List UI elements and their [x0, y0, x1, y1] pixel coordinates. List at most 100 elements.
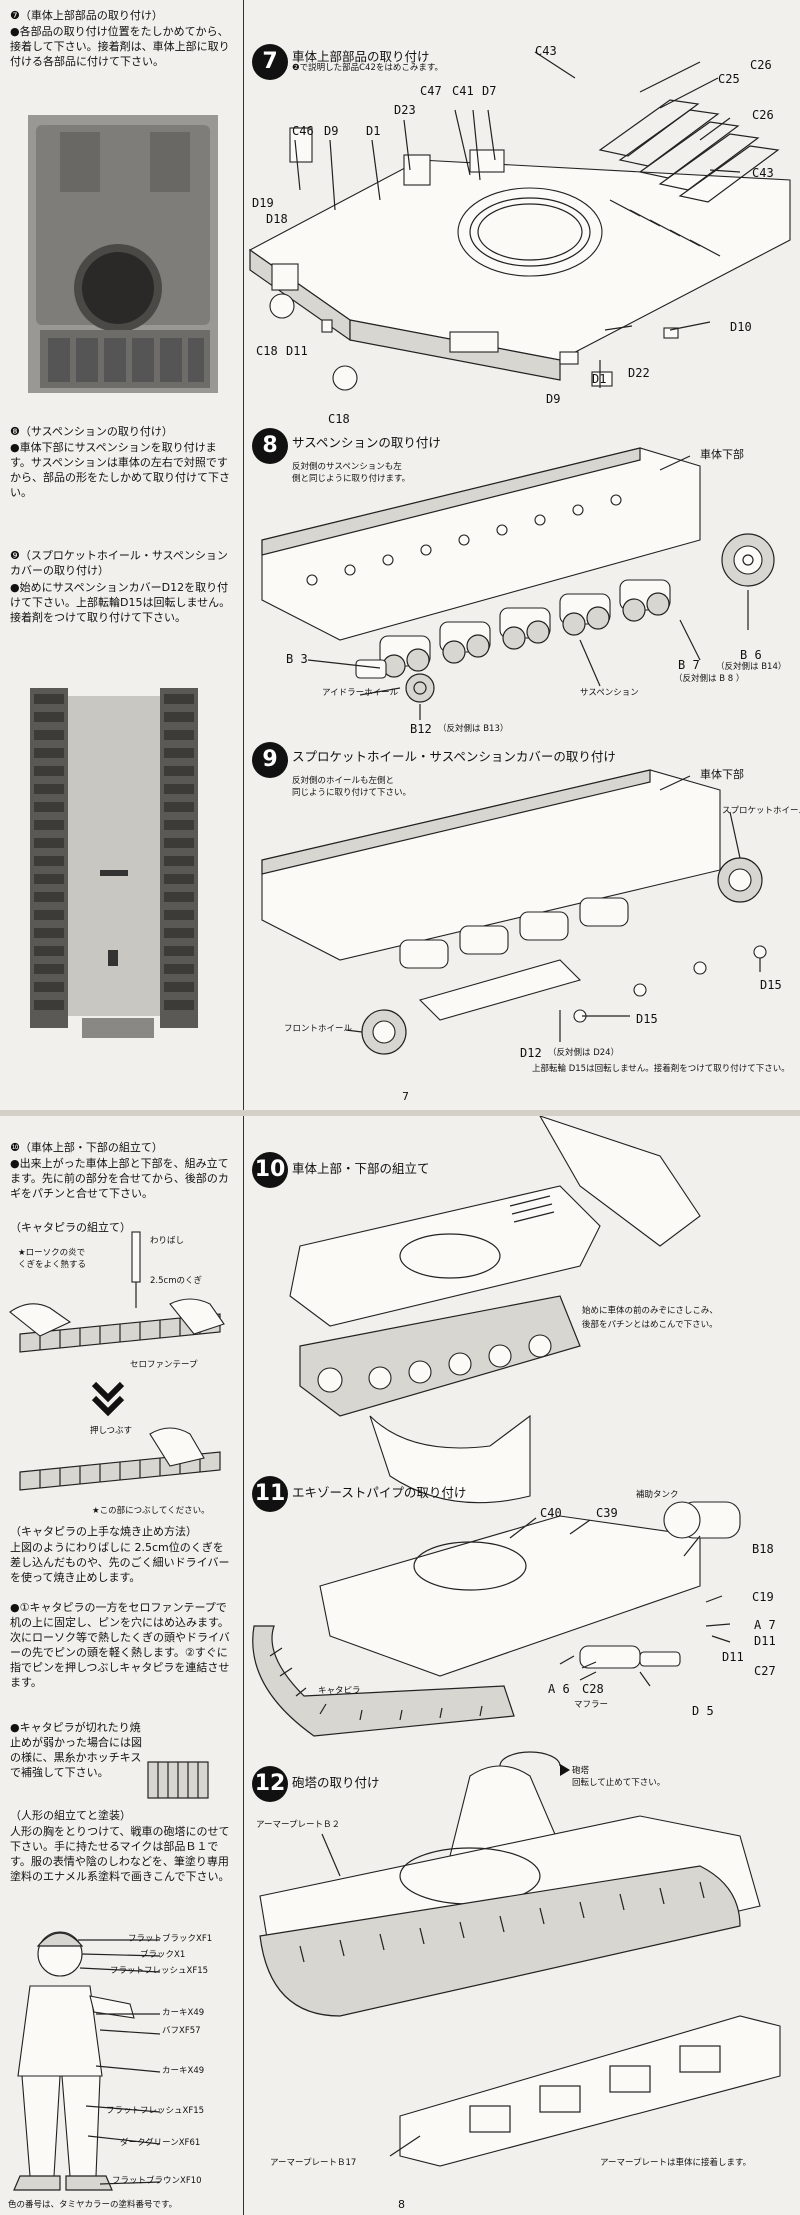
label-b12-note: （反対側は B13） — [438, 724, 509, 734]
label-c28: C28 — [582, 1682, 604, 1696]
melt-bullet-2: ●キャタピラが切れたり焼止めが弱かった場合には図の様に、黒糸かホッチキスで補強し… — [10, 1721, 142, 1779]
track-nail: 2.5cmのくぎ — [150, 1276, 202, 1286]
chassis-bottom-photo — [30, 688, 198, 1038]
label-d23: D23 — [394, 103, 416, 117]
paint-7: フラットフレッシュXF15 — [106, 2106, 205, 2116]
step-9-diagram — [261, 769, 767, 1055]
label-c26-a: C26 — [750, 58, 772, 72]
label-d7: D7 — [482, 84, 497, 98]
label-d11-b: D11 — [722, 1650, 744, 1664]
label-aux-tank: 補助タンク — [636, 1490, 679, 1500]
paint-4: カーキX49 — [162, 2008, 205, 2018]
paint-6: カーキX49 — [162, 2066, 205, 2076]
label-d10: D10 — [730, 320, 752, 334]
page-number-7: 7 — [402, 1090, 409, 1103]
label-idler: アイドラーホイール — [322, 688, 399, 698]
step-11-title: エキゾーストパイプの取り付け — [292, 1485, 467, 1500]
label-b6-note: （反対側は B14） — [716, 662, 787, 672]
label-d11-a: D11 — [754, 1634, 776, 1648]
step-9-bottom-note: 上部転輪 D15は回転しません。接着剤をつけて取り付けて下さい。 — [532, 1064, 790, 1074]
label-b3: B 3 — [286, 652, 308, 666]
label-c43-a: C43 — [535, 44, 557, 58]
step-8-note2: 側と同じように取り付けます。 — [292, 474, 411, 484]
step-9-title: スプロケットホイール・サスペンションカバーの取り付け — [292, 749, 616, 764]
track-press: 押しつぶす — [90, 1426, 132, 1436]
s10-heading: ❿（車体上部・下部の組立て） — [10, 1141, 163, 1154]
step-9-note2: 同じように取り付けて下さい。 — [292, 788, 412, 798]
step-7-title: 車体上部部品の取り付け — [292, 49, 430, 64]
label-d9-a: D9 — [324, 124, 339, 138]
label-b7-note: （反対側は B 8 ） — [674, 674, 745, 684]
label-d19: D19 — [252, 196, 274, 210]
label-d15-a: D15 — [760, 978, 782, 992]
step-8-title: サスペンションの取り付け — [292, 435, 441, 450]
s7-heading: ❼（車体上部部品の取り付け） — [10, 9, 163, 22]
label-d1-b: D1 — [592, 372, 607, 386]
label-turret: 砲塔 — [572, 1766, 590, 1776]
paint-8: ダークグリーンXF61 — [120, 2138, 201, 2148]
paint-2: ブラックX1 — [140, 1950, 186, 1960]
track-crush: ★この部につぶしてください。 — [92, 1506, 210, 1516]
label-c27: C27 — [754, 1664, 776, 1678]
step-10-note1: 始めに車体の前のみぞにさしこみ、 — [582, 1306, 718, 1316]
label-d1-a: D1 — [366, 124, 381, 138]
melt-heading: （キャタピラの上手な焼き止め方法） — [10, 1525, 197, 1538]
paint-9: フラットブラウンXF10 — [112, 2176, 202, 2186]
step-11-diagram — [252, 1501, 741, 1737]
track-assembly-figures — [9, 1231, 225, 2191]
figure-body: 人形の胸をとりつけて、戦車の砲塔にのせて下さい。手に持たせるマイクは部品Ｂ１です… — [10, 1825, 230, 1883]
track-star1b: くぎをよく熱する — [18, 1260, 87, 1270]
step-12-title: 砲塔の取り付け — [292, 1775, 380, 1790]
s8-heading: ❽（サスペンションの取り付け） — [10, 425, 173, 438]
step-7-badge: 7 — [252, 44, 288, 80]
instruction-page-8: ❿（車体上部・下部の組立て） ●出来上がった車体上部と下部を、組み立てます。先に… — [0, 1116, 800, 2215]
paint-1: フラットブラックXF1 — [128, 1934, 213, 1944]
step-12-diagram — [259, 1751, 781, 2167]
label-c40: C40 — [540, 1506, 562, 1520]
label-sprocket: スプロケットホイール — [722, 806, 800, 816]
step-12-badge: 12 — [252, 1766, 288, 1802]
label-hull-lower-9: 車体下部 — [700, 768, 744, 781]
s8-body: ●車体下部にサスペンションを取り付けます。サスペンションは車体の左右で対照ですか… — [10, 441, 230, 499]
label-b6: B 6 — [740, 648, 762, 662]
paint-footnote: 色の番号は、タミヤカラーの塗料番号です。 — [8, 2200, 178, 2210]
step-9-badge: 9 — [252, 742, 288, 778]
label-c18-a: C18 — [256, 344, 278, 358]
label-turret-note: 回転して止めて下さい。 — [572, 1778, 666, 1788]
label-c47: C47 — [420, 84, 442, 98]
page-number-8: 8 — [398, 2198, 405, 2211]
left-photos — [28, 115, 218, 1038]
s10-body: ●出来上がった車体上部と下部を、組み立てます。先に前の部分を合せてから、後部のカ… — [10, 1157, 229, 1200]
label-c46: C46 — [292, 124, 314, 138]
melt-body: 上図のようにわりばしに 2.5cm位のくぎを差し込んだものや、先のごく細いドライ… — [10, 1541, 230, 1584]
s9-body: ●始めにサスペンションカバーD12を取り付けて下さい。上部転輪D15は回転しませ… — [10, 581, 231, 624]
crewman-figure — [13, 1931, 135, 2191]
label-c39: C39 — [596, 1506, 618, 1520]
label-d9-b: D9 — [546, 392, 561, 406]
column-divider — [243, 1116, 244, 2215]
instruction-page-7: ❼（車体上部部品の取り付け） ●各部品の取り付け位置をたしかめてから、接着して下… — [0, 0, 800, 1110]
label-b18: B18 — [752, 1542, 774, 1556]
label-armor-b17: アーマープレートＢ17 — [270, 2158, 357, 2168]
label-armor-b2: アーマープレートＢ２ — [256, 1820, 340, 1830]
step-8-note1: 反対側のサスペンションも左 — [292, 462, 402, 472]
track-star1: ★ローソクの炎で — [18, 1248, 86, 1258]
step-11-badge: 11 — [252, 1476, 288, 1512]
step-9-note1: 反対側のホイールも左側と — [292, 776, 395, 786]
label-front-wheel: フロントホイール — [284, 1024, 353, 1034]
step-10-diagram — [289, 1116, 701, 1504]
track-strip-1 — [9, 1298, 225, 1353]
track-heading: （キャタピラの組立て） — [10, 1221, 131, 1234]
label-b7: B 7 — [678, 658, 700, 672]
step-10-badge: 10 — [252, 1152, 288, 1188]
label-suspension: サスペンション — [580, 688, 639, 698]
s9-heading: ❾（スプロケットホイール・サスペンションカバーの取り付け） — [10, 549, 228, 577]
step-8-badge: 8 — [252, 428, 288, 464]
s7-body: ●各部品の取り付け位置をたしかめてから、接着して下さい。接着剤は、車体上部に取り… — [10, 25, 230, 68]
figure-heading: （人形の組立てと塗装） — [10, 1809, 131, 1822]
track-strip-2 — [19, 1427, 221, 1491]
label-d12: D12 — [520, 1046, 542, 1060]
label-d5: D 5 — [692, 1704, 714, 1718]
label-d11: D11 — [286, 344, 308, 358]
step-10-title: 車体上部・下部の組立て — [292, 1161, 430, 1176]
